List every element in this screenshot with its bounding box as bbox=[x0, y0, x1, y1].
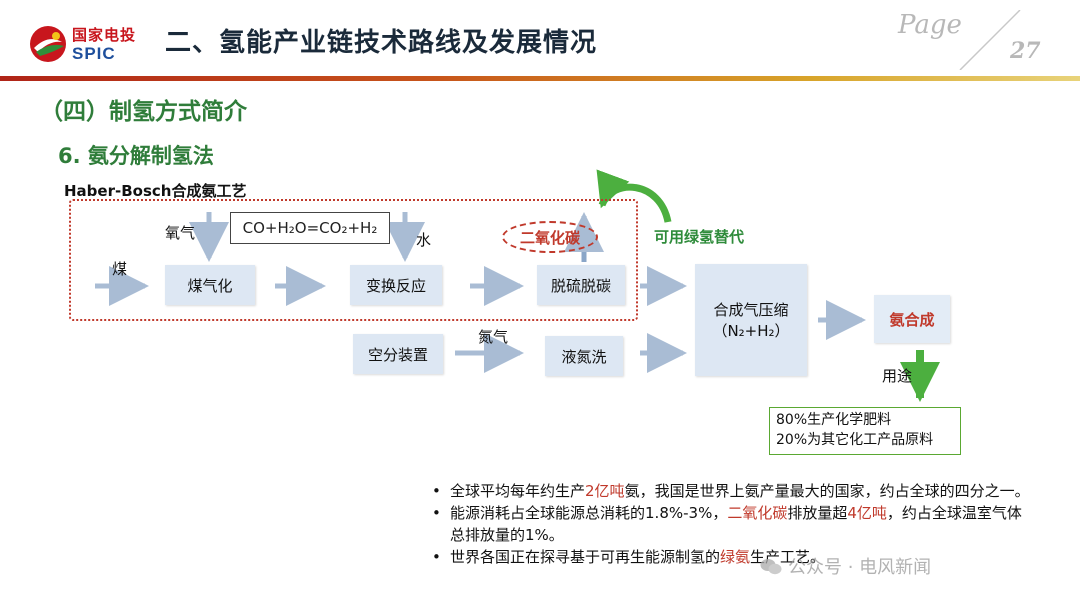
watermark-text: 公众号 · 电风新闻 bbox=[788, 557, 932, 578]
box-air-separation: 空分装置 bbox=[353, 334, 443, 374]
sub-title: 6. 氨分解制氢法 bbox=[58, 144, 214, 168]
wechat-icon bbox=[760, 559, 782, 575]
haber-bosch-frame bbox=[69, 199, 638, 321]
process-label: Haber-Bosch合成氨工艺 bbox=[64, 182, 247, 200]
bullet-list: 全球平均每年约生产2亿吨氨，我国是世界上氨产量最大的国家，约占全球的四分之一。 … bbox=[432, 480, 1032, 568]
page-slash-decoration bbox=[959, 10, 1021, 70]
spic-logo: 国家电投 SPIC bbox=[28, 22, 168, 66]
bullet-item: 能源消耗占全球能源总消耗的1.8%-3%，二氧化碳排放量超4亿吨，约占全球温室气… bbox=[432, 502, 1032, 546]
bullet-highlight: 二氧化碳 bbox=[727, 504, 788, 522]
uses-box: 80%生产化学肥料 20%为其它化工产品原料 bbox=[769, 407, 961, 455]
box-liquid-nitrogen-wash: 液氮洗 bbox=[545, 336, 623, 376]
bullet-text: ，约占全球温室气体总排放量的1%。 bbox=[450, 504, 1022, 544]
label-usage: 用途 bbox=[882, 367, 913, 385]
compress-line2: （N₂+H₂） bbox=[712, 322, 790, 340]
green-hydrogen-note: 可用绿氢替代 bbox=[654, 228, 745, 246]
page-title: 二、氢能产业链技术路线及发展情况 bbox=[165, 28, 598, 58]
logo-english-text: SPIC bbox=[72, 44, 116, 63]
label-coal: 煤 bbox=[112, 260, 128, 278]
header-divider bbox=[0, 76, 1080, 81]
watermark: 公众号 · 电风新闻 bbox=[760, 553, 931, 579]
box-shift-reaction: 变换反应 bbox=[350, 265, 442, 305]
bullet-text: 全球平均每年约生产 bbox=[450, 482, 586, 500]
bullet-text: 世界各国正在探寻基于可再生能源制氢的 bbox=[450, 548, 721, 566]
co2-label: 二氧化碳 bbox=[502, 221, 598, 253]
page-word: Page bbox=[898, 10, 962, 40]
bullet-text: 能源消耗占全球能源总消耗的1.8%-3%， bbox=[450, 504, 728, 522]
label-nitrogen: 氮气 bbox=[478, 328, 509, 346]
bullet-item: 全球平均每年约生产2亿吨氨，我国是世界上氨产量最大的国家，约占全球的四分之一。 bbox=[432, 480, 1032, 502]
box-coal-gasification: 煤气化 bbox=[165, 265, 255, 305]
spic-logo-icon bbox=[30, 26, 66, 62]
shift-equation: CO+H₂O=CO₂+H₂ bbox=[230, 212, 390, 244]
compress-line1: 合成气压缩 bbox=[713, 301, 789, 319]
logo-chinese-text: 国家电投 bbox=[72, 26, 137, 44]
use-item-chemicals: 20%为其它化工产品原料 bbox=[776, 432, 934, 448]
box-desulf-decarb: 脱硫脱碳 bbox=[537, 265, 625, 305]
box-syngas-compression: 合成气压缩 （N₂+H₂） bbox=[695, 264, 807, 376]
use-item-fertilizer: 80%生产化学肥料 bbox=[776, 412, 892, 428]
bullet-highlight: 2亿吨 bbox=[585, 482, 625, 500]
bullet-item: 世界各国正在探寻基于可再生能源制氢的绿氨生产工艺。 bbox=[432, 546, 1032, 568]
page-number: 27 bbox=[1010, 38, 1041, 64]
box-ammonia-synthesis: 氨合成 bbox=[874, 295, 950, 343]
section-title: （四）制氢方式简介 bbox=[40, 99, 247, 125]
bullet-text: 排放量超 bbox=[787, 504, 848, 522]
bullet-highlight: 绿氨 bbox=[720, 548, 751, 566]
label-water: 水 bbox=[416, 231, 432, 249]
label-oxygen: 氧气 bbox=[165, 224, 196, 242]
bullet-text: 氨，我国是世界上氨产量最大的国家，约占全球的四分之一。 bbox=[624, 482, 1030, 500]
bullet-highlight: 4亿吨 bbox=[847, 504, 887, 522]
